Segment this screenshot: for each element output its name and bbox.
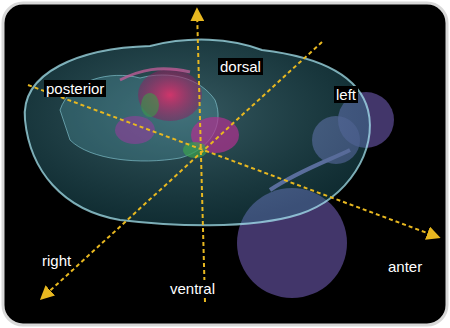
axis-label: anter (386, 258, 424, 275)
axis-label: ventral (168, 280, 217, 297)
brain-outline (25, 40, 370, 226)
inner-structure (141, 93, 159, 117)
axis-label: posterior (44, 80, 106, 97)
inner-structure (138, 69, 202, 121)
axis-label: dorsal (218, 58, 263, 75)
axis-label: left (334, 86, 358, 103)
frame (3, 3, 447, 325)
axis-label: right (40, 252, 73, 269)
axis-arrow (42, 42, 322, 298)
inner-structure (120, 69, 190, 80)
axis-arrow (28, 85, 438, 237)
